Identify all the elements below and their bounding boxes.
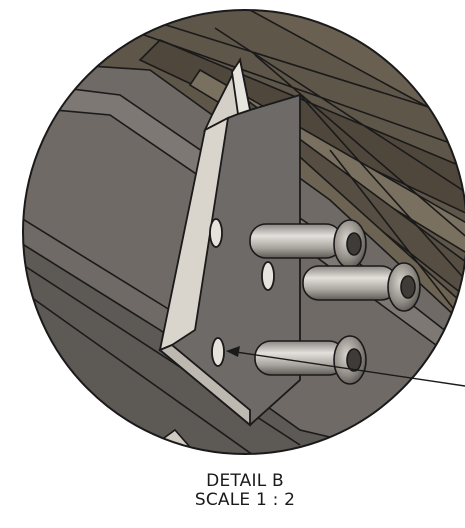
mount-hole-lower [211, 337, 225, 367]
leader-arrow-icon [226, 346, 465, 387]
mount-hole-middle [261, 261, 275, 291]
bracket-plate [158, 57, 301, 427]
bolt-icon [249, 219, 421, 385]
detail-circle [23, 10, 465, 454]
detail-boundary [22, 9, 465, 455]
detail-title: DETAIL B [206, 471, 284, 491]
mount-hole-upper [209, 218, 223, 248]
detail-scale: SCALE 1 : 2 [194, 490, 296, 510]
